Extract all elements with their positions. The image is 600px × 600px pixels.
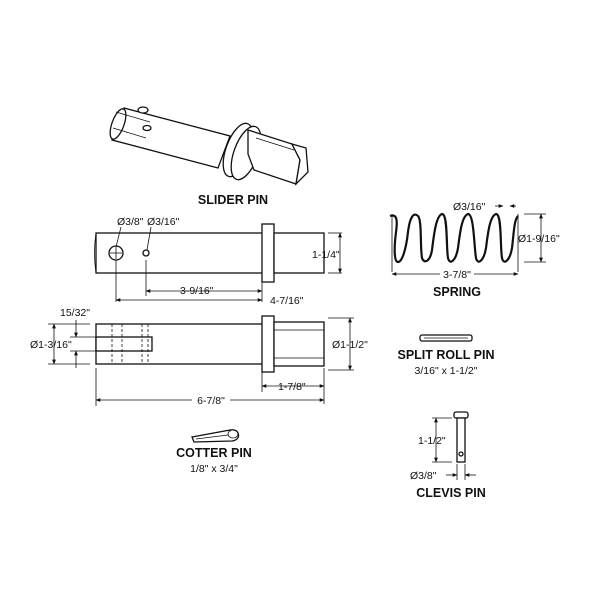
overall-length-label: 6-7/8"	[197, 395, 225, 407]
spring-wire-label: Ø3/16"	[453, 201, 486, 213]
spring-title: SPRING	[433, 285, 481, 299]
hole-small-label: Ø3/16"	[147, 216, 180, 228]
slider-pin-top-view	[95, 315, 325, 373]
cotter-pin-title: COTTER PIN	[176, 446, 252, 460]
slot	[95, 336, 153, 352]
split-roll-pin-title: SPLIT ROLL PIN	[398, 348, 495, 362]
head-diameter-label: Ø1-1/2"	[332, 339, 368, 351]
spring-illustration	[389, 212, 519, 272]
split-roll-pin-size: 3/16" x 1-1/2"	[415, 365, 478, 377]
hole-large-label: Ø3/8"	[117, 216, 144, 228]
clevis-diameter-label: Ø3/8"	[410, 470, 437, 482]
clevis-pin-title: CLEVIS PIN	[416, 486, 485, 500]
spring-diameter-label: Ø1-9/16"	[518, 233, 560, 245]
spring-length-label: 3-7/8"	[443, 269, 471, 281]
split-roll-pin-illustration	[419, 334, 473, 342]
clevis-pin-illustration	[453, 411, 469, 463]
clevis-length-label: 1-1/2"	[418, 435, 446, 447]
slot-width-label: 15/32"	[60, 307, 90, 319]
head-length-label: 1-7/8"	[278, 381, 306, 393]
collar-height-label: 1-1/4"	[312, 249, 340, 261]
collar-position-label: 4-7/16"	[270, 295, 304, 307]
slider-pin-illustration	[109, 106, 309, 186]
cotter-pin-illustration	[191, 429, 240, 443]
cotter-pin-size: 1/8" x 3/4"	[190, 463, 238, 475]
slider-pin-title: SLIDER PIN	[198, 193, 268, 207]
pin-diameter-label: Ø1-3/16"	[30, 339, 72, 351]
hole-spacing-label: 3-9/16"	[180, 285, 214, 297]
collar	[261, 223, 275, 283]
small-hole	[142, 249, 150, 257]
slider-pin-side-view	[94, 223, 325, 283]
